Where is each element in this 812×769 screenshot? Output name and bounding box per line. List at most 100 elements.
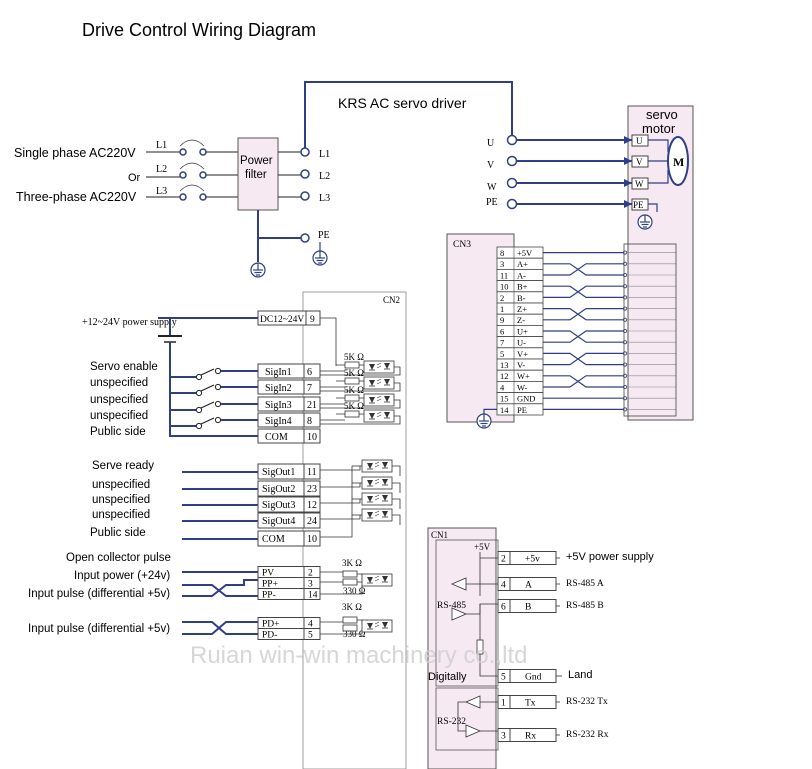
cn3-pin-name: U+ <box>517 326 528 336</box>
driver-terminal-pe: PE <box>318 230 330 241</box>
line-label-l3: L3 <box>156 186 167 197</box>
input-terminal-name: COM <box>265 432 288 443</box>
input-terminal-num: 6 <box>307 367 312 378</box>
cn3-pin-num: 7 <box>500 338 504 348</box>
cn3-pin-num: 2 <box>500 293 504 303</box>
output-terminal-num: 12 <box>307 500 317 511</box>
cn3-wire <box>543 263 624 276</box>
driver-terminal-l3: L3 <box>319 193 330 204</box>
cn3-wire <box>543 375 624 388</box>
ground-icon-driver-pe <box>312 250 328 266</box>
cn3-pin-num: 6 <box>500 326 504 336</box>
input-terminal-num: 10 <box>307 432 317 443</box>
cn3-pin-num: 9 <box>500 315 504 325</box>
cn3-pin-num: 3 <box>500 259 504 269</box>
ground-icon-cn3 <box>476 413 492 429</box>
cn3-pin-name: Z- <box>517 315 525 325</box>
resistor-5k-label: 5K Ω <box>344 385 364 395</box>
cn3-pin-num: 13 <box>500 360 509 370</box>
optocoupler-input <box>363 360 395 374</box>
ground-icon-filter <box>250 262 266 278</box>
ground-icon-motor <box>637 214 653 230</box>
pulse-terminal-num: 5 <box>308 631 313 641</box>
rs485-label: RS-485 <box>437 601 466 611</box>
cn1-pin-desc: RS-485 A <box>566 579 604 589</box>
pulse-terminal-name: PD- <box>262 631 277 641</box>
input-terminal-num: 8 <box>307 416 312 427</box>
cn3-pin-num: 14 <box>500 405 509 415</box>
line-label-l2: L2 <box>156 164 167 175</box>
output-terminal-num: 24 <box>307 516 317 527</box>
input-label: Public side <box>90 426 146 438</box>
cn1-pin-num: 2 <box>501 555 506 565</box>
optocoupler-input <box>363 409 395 423</box>
rs232-label: RS-232 <box>437 717 466 727</box>
output-terminal-num: 11 <box>307 467 317 478</box>
input-label: unspecified <box>90 394 148 406</box>
cn3-wire <box>543 352 624 366</box>
supply-terminal-name: DC12~24V <box>260 315 304 325</box>
pulse-terminal-num: 2 <box>308 569 313 579</box>
input-power-label: Input power (+24v) <box>74 570 170 582</box>
or-label: Or <box>128 172 141 184</box>
cn3-pin-num: 1 <box>500 304 504 314</box>
open-collector-label: Open collector pulse <box>66 552 171 564</box>
cn2-section: CN2 +12~24V power supply DC12~24V 9 Serv… <box>28 291 407 769</box>
output-terminal-num: 23 <box>307 484 317 495</box>
cn1-box <box>427 527 497 769</box>
cn2-label: CN2 <box>383 295 400 305</box>
power-filter-box <box>237 137 279 211</box>
driver-terminal-w: W <box>487 182 497 193</box>
cn3-pin-num: 8 <box>500 248 504 258</box>
cn3-pin-num: 4 <box>500 382 505 392</box>
input-terminal-name: SigIn1 <box>265 367 292 378</box>
cn3-pin-name: Z+ <box>517 304 527 314</box>
cn1-pin-name: +5v <box>525 555 540 565</box>
cn3-wire <box>543 285 624 298</box>
power-filter-label-line2: filter <box>245 169 267 181</box>
cn3-label: CN3 <box>453 240 471 250</box>
resistor-5k-label: 5K Ω <box>344 352 364 362</box>
cn1-pin-num: 6 <box>501 603 506 613</box>
cn3-pin-name: V- <box>517 360 525 370</box>
cn1-pin-num: 4 <box>501 581 506 591</box>
input-terminal-name: SigIn2 <box>265 383 292 394</box>
line-label-l1: L1 <box>156 140 167 151</box>
optocoupler-input <box>363 393 395 407</box>
driver-terminal-l1: L1 <box>319 149 330 160</box>
cn3-pin-name: B+ <box>517 282 528 292</box>
cn1-plus5v-label: +5V <box>474 542 491 552</box>
cn1-pin-num: 5 <box>501 673 506 683</box>
power-input-section: Single phase AC220V Or Three-phase AC220… <box>14 137 330 278</box>
cn3-pin-name: U- <box>517 338 526 348</box>
optocoupler-output <box>361 492 393 506</box>
input-label: unspecified <box>90 377 148 389</box>
cn3-pin-name: V+ <box>517 349 528 359</box>
input-label: unspecified <box>90 410 148 422</box>
three-phase-label: Three-phase AC220V <box>16 190 137 204</box>
cn3-pin-name: PE <box>517 405 527 415</box>
resistor-330-label-1: 330 Ω <box>343 586 366 596</box>
cn3-pin-num: 12 <box>500 371 509 381</box>
cn3-pin-name: W+ <box>517 371 530 381</box>
pulse-terminal-num: 14 <box>308 591 318 601</box>
output-terminal-name: SigOut3 <box>262 500 295 511</box>
cn1-rs232-box <box>435 687 499 751</box>
output-terminal-name: COM <box>262 534 285 545</box>
supply-terminal-num: 9 <box>310 315 315 325</box>
cn3-pin-name: A+ <box>517 259 528 269</box>
motor-label-line1: servo <box>646 107 678 122</box>
motor-symbol-label: M <box>673 155 684 169</box>
digitally-label: Digitally <box>428 671 467 683</box>
cn1-section: CN1 +5V RS-485 Digitally RS-232 2+5v+5V … <box>427 527 654 769</box>
cn3-motor-side-box <box>623 243 677 417</box>
resistor-5k-label: 5K Ω <box>344 368 364 378</box>
input-label: Servo enable <box>90 361 158 373</box>
input-terminal-name: SigIn3 <box>265 400 292 411</box>
cn1-pin-name: B <box>525 603 531 613</box>
resistor-3k-label-1: 3K Ω <box>342 558 362 568</box>
cn3-pin-name: +5V <box>517 248 533 258</box>
